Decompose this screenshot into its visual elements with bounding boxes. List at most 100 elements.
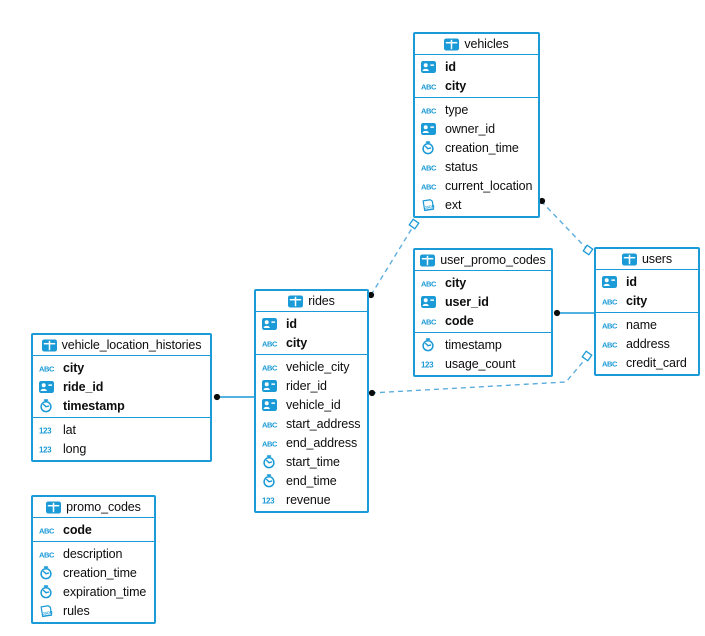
column-name: creation_time <box>445 140 519 155</box>
table-title: user_promo_codes <box>440 253 546 267</box>
column-row[interactable]: expiration_time <box>33 582 154 601</box>
column-row[interactable]: user_id <box>415 292 551 311</box>
column-row[interactable]: ABC status <box>415 157 538 176</box>
timestamp-icon <box>421 337 440 352</box>
table-title: rides <box>308 294 335 308</box>
relation-dot-marker <box>213 393 221 401</box>
string-icon: ABC <box>602 320 621 330</box>
string-icon: ABC <box>421 105 440 115</box>
svg-text:123: 123 <box>262 496 275 505</box>
svg-text:ABC: ABC <box>262 339 278 348</box>
column-row[interactable]: creation_time <box>33 563 154 582</box>
timestamp-icon <box>39 398 58 413</box>
table-icon <box>41 339 57 352</box>
column-row[interactable]: timestamp <box>415 335 551 354</box>
column-row[interactable]: ABC city <box>256 333 367 352</box>
column-row[interactable]: ABC type <box>415 100 538 119</box>
column-name: type <box>445 102 469 117</box>
string-icon: ABC <box>262 362 281 372</box>
column-name: creation_time <box>63 565 137 580</box>
svg-text:123: 123 <box>39 426 52 435</box>
string-icon: ABC <box>421 162 440 172</box>
timestamp-icon <box>262 473 281 488</box>
string-icon: ABC <box>39 549 58 559</box>
column-name: status <box>445 159 478 174</box>
table-title: promo_codes <box>66 500 141 514</box>
relation-user_promo_codes-users[interactable] <box>553 309 596 317</box>
svg-text:ABC: ABC <box>421 317 437 326</box>
column-name: start_time <box>286 454 340 469</box>
table-header[interactable]: user_promo_codes <box>415 250 551 271</box>
column-name: ride_id <box>63 379 104 394</box>
relation-vehicles-users[interactable] <box>538 197 594 256</box>
column-row[interactable]: creation_time <box>415 138 538 157</box>
column-row[interactable]: ride_id <box>33 377 210 396</box>
column-row[interactable]: id <box>415 57 538 76</box>
column-name: end_time <box>286 473 337 488</box>
column-row[interactable]: timestamp <box>33 396 210 415</box>
column-name: timestamp <box>63 398 125 413</box>
column-row[interactable]: vehicle_id <box>256 395 367 414</box>
column-name: city <box>286 335 308 350</box>
table-header[interactable]: promo_codes <box>33 497 154 518</box>
column-name: name <box>626 317 657 332</box>
relation-diamond-marker <box>581 350 593 362</box>
relation-line <box>540 200 589 251</box>
relation-vehicle_location_histories-rides[interactable] <box>213 393 256 401</box>
table-header[interactable]: rides <box>256 291 367 312</box>
uuid-icon <box>602 275 621 288</box>
string-icon: ABC <box>262 419 281 429</box>
uuid-icon <box>262 317 281 330</box>
table-header[interactable]: vehicle_location_histories <box>33 335 210 356</box>
column-row[interactable]: id <box>256 314 367 333</box>
table-icon <box>444 38 460 51</box>
string-icon: ABC <box>421 181 440 191</box>
uuid-icon <box>262 398 281 411</box>
relation-rides-vehicles[interactable] <box>367 218 420 299</box>
column-row[interactable]: id <box>596 272 698 291</box>
svg-text:123: 123 <box>39 445 52 454</box>
string-icon: ABC <box>39 363 58 373</box>
column-row[interactable]: owner_id <box>415 119 538 138</box>
table-icon <box>46 501 62 514</box>
table-header[interactable]: users <box>596 249 698 270</box>
table-title: users <box>641 252 673 266</box>
table-header[interactable]: vehicles <box>415 34 538 55</box>
column-row[interactable]: rider_id <box>256 376 367 395</box>
column-row[interactable]: ABC name <box>596 315 698 334</box>
column-row[interactable]: start_time <box>256 452 367 471</box>
column-row[interactable]: end_time <box>256 471 367 490</box>
svg-text:JSON: JSON <box>42 610 53 616</box>
relation-line <box>370 224 415 296</box>
column-name: id <box>445 59 456 74</box>
svg-text:ABC: ABC <box>421 82 437 91</box>
